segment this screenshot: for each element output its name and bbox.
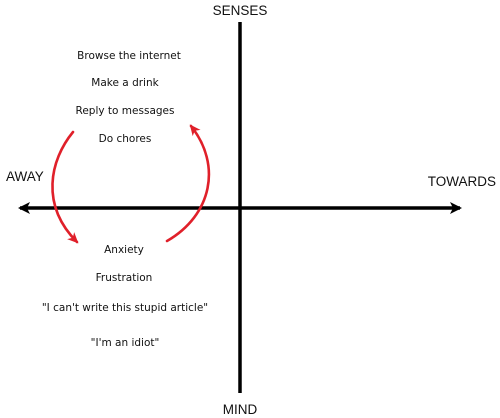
axis-label-towards: TOWARDS — [428, 174, 496, 189]
lower-left-item: Anxiety — [104, 244, 144, 256]
upper-left-item: Reply to messages — [76, 105, 175, 117]
cycle-arrow-up — [165, 124, 211, 243]
upper-left-item: Do chores — [99, 133, 152, 145]
lower-left-item: Frustration — [96, 272, 153, 284]
lower-left-item: "I'm an idiot" — [91, 337, 160, 349]
axis-label-senses: SENSES — [213, 3, 268, 18]
axis-label-away: AWAY — [6, 169, 44, 184]
cycle-arrow-down — [51, 130, 79, 244]
upper-left-item: Browse the internet — [77, 50, 181, 62]
axis-label-mind: MIND — [223, 402, 258, 417]
lower-left-item: "I can't write this stupid article" — [42, 302, 208, 314]
upper-left-item: Make a drink — [91, 77, 159, 89]
